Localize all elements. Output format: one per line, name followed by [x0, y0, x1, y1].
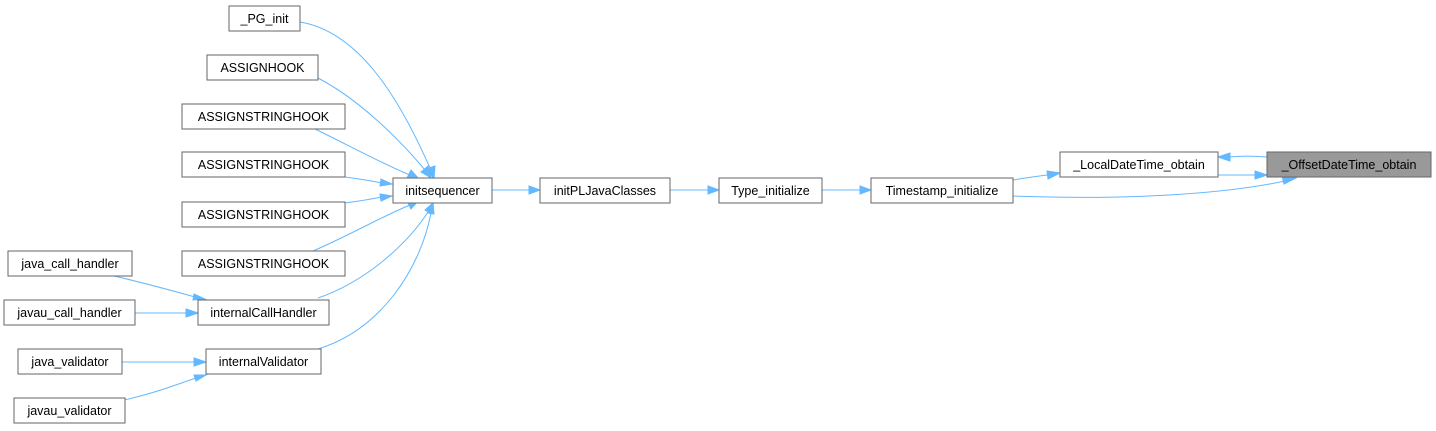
node-java-call-handler[interactable]: java_call_handler	[7, 250, 133, 277]
node-assignstringhook-2[interactable]: ASSIGNSTRINGHOOK	[181, 151, 346, 178]
node-assignstringhook-1[interactable]: ASSIGNSTRINGHOOK	[181, 103, 346, 130]
node-assignhook-label: ASSIGNHOOK	[220, 61, 305, 75]
node-java-validator-label: java_validator	[30, 355, 108, 369]
node-offset-date-time-obtain-label: _OffsetDateTime_obtain	[1281, 158, 1417, 172]
edge-initsequencer-to-init-pl-java-classes	[492, 185, 542, 195]
node-init-pl-java-classes-label: initPLJavaClasses	[554, 184, 656, 198]
node-javau-call-handler[interactable]: javau_call_handler	[3, 299, 136, 326]
edge-timestamp-initialize-to-local-date-time-obtain	[1012, 170, 1062, 181]
edge-offset-date-time-obtain-to-local-date-time-obtain	[1216, 152, 1268, 162]
edge-java-call-handler-to-internal-call-handler	[109, 274, 207, 301]
edge-java-validator-to-internal-validator	[122, 357, 208, 367]
node-initsequencer-label: initsequencer	[405, 184, 479, 198]
edge-internal-validator-to-initsequencer	[317, 201, 435, 350]
node-local-date-time-obtain[interactable]: _LocalDateTime_obtain	[1059, 151, 1219, 178]
node-type-initialize-label: Type_initialize	[731, 184, 810, 198]
node-javau-validator[interactable]: javau_validator	[13, 397, 126, 424]
node-timestamp-initialize[interactable]: Timestamp_initialize	[870, 177, 1014, 204]
edge-assignhook-to-initsequencer	[317, 77, 432, 180]
edge-init-pl-java-classes-to-type-initialize	[670, 185, 721, 195]
node-assignstringhook-4-label: ASSIGNSTRINGHOOK	[198, 257, 330, 271]
edge-assignstringhook-2-to-initsequencer	[344, 176, 394, 187]
node-assignstringhook-2-label: ASSIGNSTRINGHOOK	[198, 158, 330, 172]
node-javau-validator-label: javau_validator	[26, 404, 111, 418]
node-initsequencer[interactable]: initsequencer	[392, 177, 493, 204]
node-java-call-handler-label: java_call_handler	[20, 257, 118, 271]
edge-type-initialize-to-timestamp-initialize	[822, 185, 873, 195]
node-assignstringhook-4[interactable]: ASSIGNSTRINGHOOK	[181, 250, 346, 277]
edge-javau-call-handler-to-internal-call-handler	[135, 308, 200, 318]
node-timestamp-initialize-label: Timestamp_initialize	[886, 184, 999, 198]
node-pg-init[interactable]: _PG_init	[228, 5, 301, 32]
node-internal-validator-label: internalValidator	[219, 355, 308, 369]
node-init-pl-java-classes[interactable]: initPLJavaClasses	[539, 177, 671, 204]
node-assignstringhook-3-label: ASSIGNSTRINGHOOK	[198, 208, 330, 222]
node-java-validator[interactable]: java_validator	[17, 348, 123, 375]
edge-javau-validator-to-internal-validator	[114, 374, 208, 403]
node-pg-init-label: _PG_init	[240, 12, 289, 26]
node-assignstringhook-1-label: ASSIGNSTRINGHOOK	[198, 110, 330, 124]
node-local-date-time-obtain-label: _LocalDateTime_obtain	[1072, 158, 1205, 172]
node-internal-validator[interactable]: internalValidator	[205, 348, 322, 375]
node-assignstringhook-3[interactable]: ASSIGNSTRINGHOOK	[181, 201, 346, 228]
node-javau-call-handler-label: javau_call_handler	[16, 306, 121, 320]
edge-timestamp-initialize-to-offset-date-time-obtain	[1012, 175, 1298, 198]
node-offset-date-time-obtain[interactable]: _OffsetDateTime_obtain	[1266, 151, 1432, 178]
node-assignhook[interactable]: ASSIGNHOOK	[206, 54, 319, 81]
node-internal-call-handler[interactable]: internalCallHandler	[197, 299, 330, 326]
node-type-initialize[interactable]: Type_initialize	[718, 177, 823, 204]
edge-local-date-time-obtain-to-offset-date-time-obtain	[1218, 170, 1269, 180]
node-internal-call-handler-label: internalCallHandler	[210, 306, 316, 320]
edge-assignstringhook-3-to-initsequencer	[344, 193, 394, 204]
